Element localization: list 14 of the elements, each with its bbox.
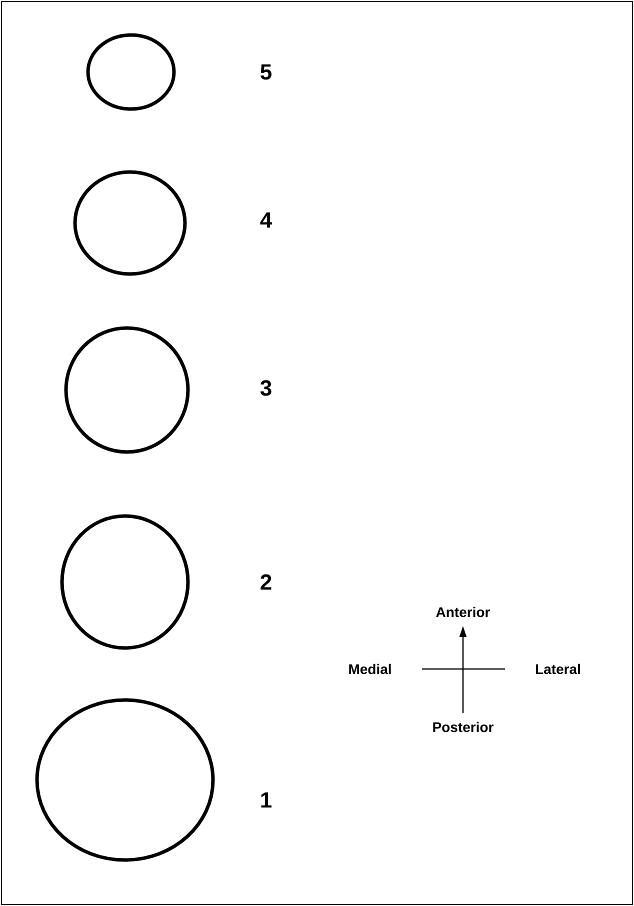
section-number: 3 — [260, 380, 272, 396]
direction-label: Lateral — [536, 664, 580, 674]
cross-section-outline — [73, 170, 187, 276]
cross-section-outline — [60, 514, 190, 650]
cross-section-outline — [35, 698, 215, 862]
section-number: 2 — [260, 574, 272, 590]
direction-label: Medial — [349, 664, 391, 674]
cross-section-outline — [86, 33, 176, 111]
direction-label: Anterior — [436, 606, 490, 618]
direction-label: Posterior — [433, 722, 494, 732]
cross-section-outline — [64, 326, 190, 454]
section-number: 1 — [261, 792, 272, 808]
section-number: 5 — [260, 64, 272, 80]
section-number: 4 — [260, 212, 272, 228]
